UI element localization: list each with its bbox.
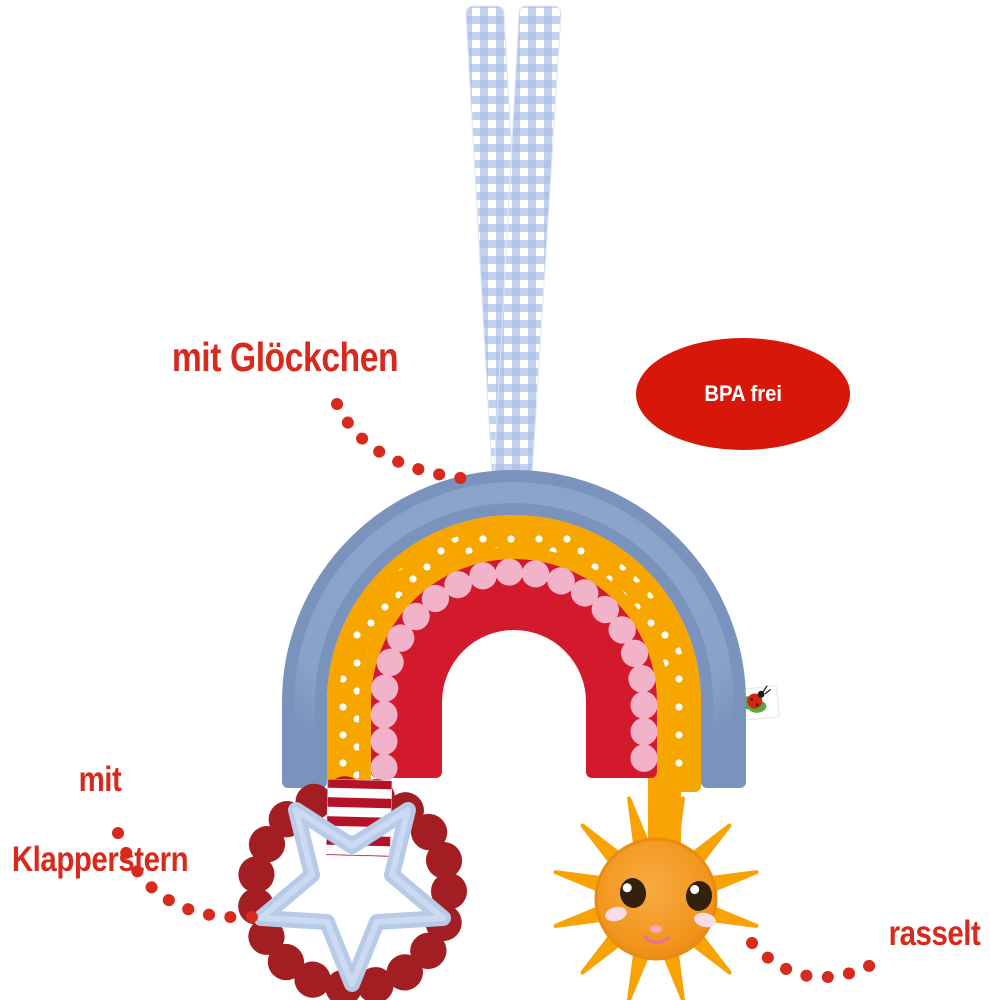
rainbow-band-blue: [282, 470, 746, 788]
bpa-free-badge: BPA frei: [636, 338, 850, 450]
annotation-dots: [112, 398, 883, 984]
hanging-ribbon: [465, 5, 562, 475]
pompom-trim: [370, 558, 658, 782]
hanging-ribbon-right-strap: [493, 5, 562, 475]
sun-mouth: [643, 935, 670, 944]
rainbow-plush: [282, 470, 746, 792]
sun-cheek-left: [605, 906, 627, 922]
sun-plush: [553, 796, 759, 1000]
sun-face: [594, 837, 718, 961]
sun-eye-right: [685, 881, 713, 911]
dotted-line-rattle: [746, 937, 883, 984]
rainbow-band-red: [371, 559, 657, 778]
dotted-line-bell: [331, 398, 487, 486]
sun-eye-left: [619, 878, 647, 908]
star-rattle: [237, 776, 467, 1000]
sun-rays: [553, 796, 759, 1000]
dotted-line-star: [112, 827, 271, 924]
label-rattle-star: mit Klapperstern: [11, 720, 189, 880]
star-ring: [253, 802, 451, 992]
sun-nose: [650, 925, 662, 933]
label-rattles: rasselt: [888, 914, 981, 953]
sun-cheek-right: [694, 912, 716, 928]
bpa-free-badge-text: BPA frei: [704, 381, 782, 406]
rainbow-band-orange: [327, 515, 701, 792]
label-rattle-star-line2: Klapperstern: [11, 840, 189, 879]
label-bell: mit Glöckchen: [171, 334, 399, 380]
label-rattle-star-line1: mit: [78, 760, 122, 799]
